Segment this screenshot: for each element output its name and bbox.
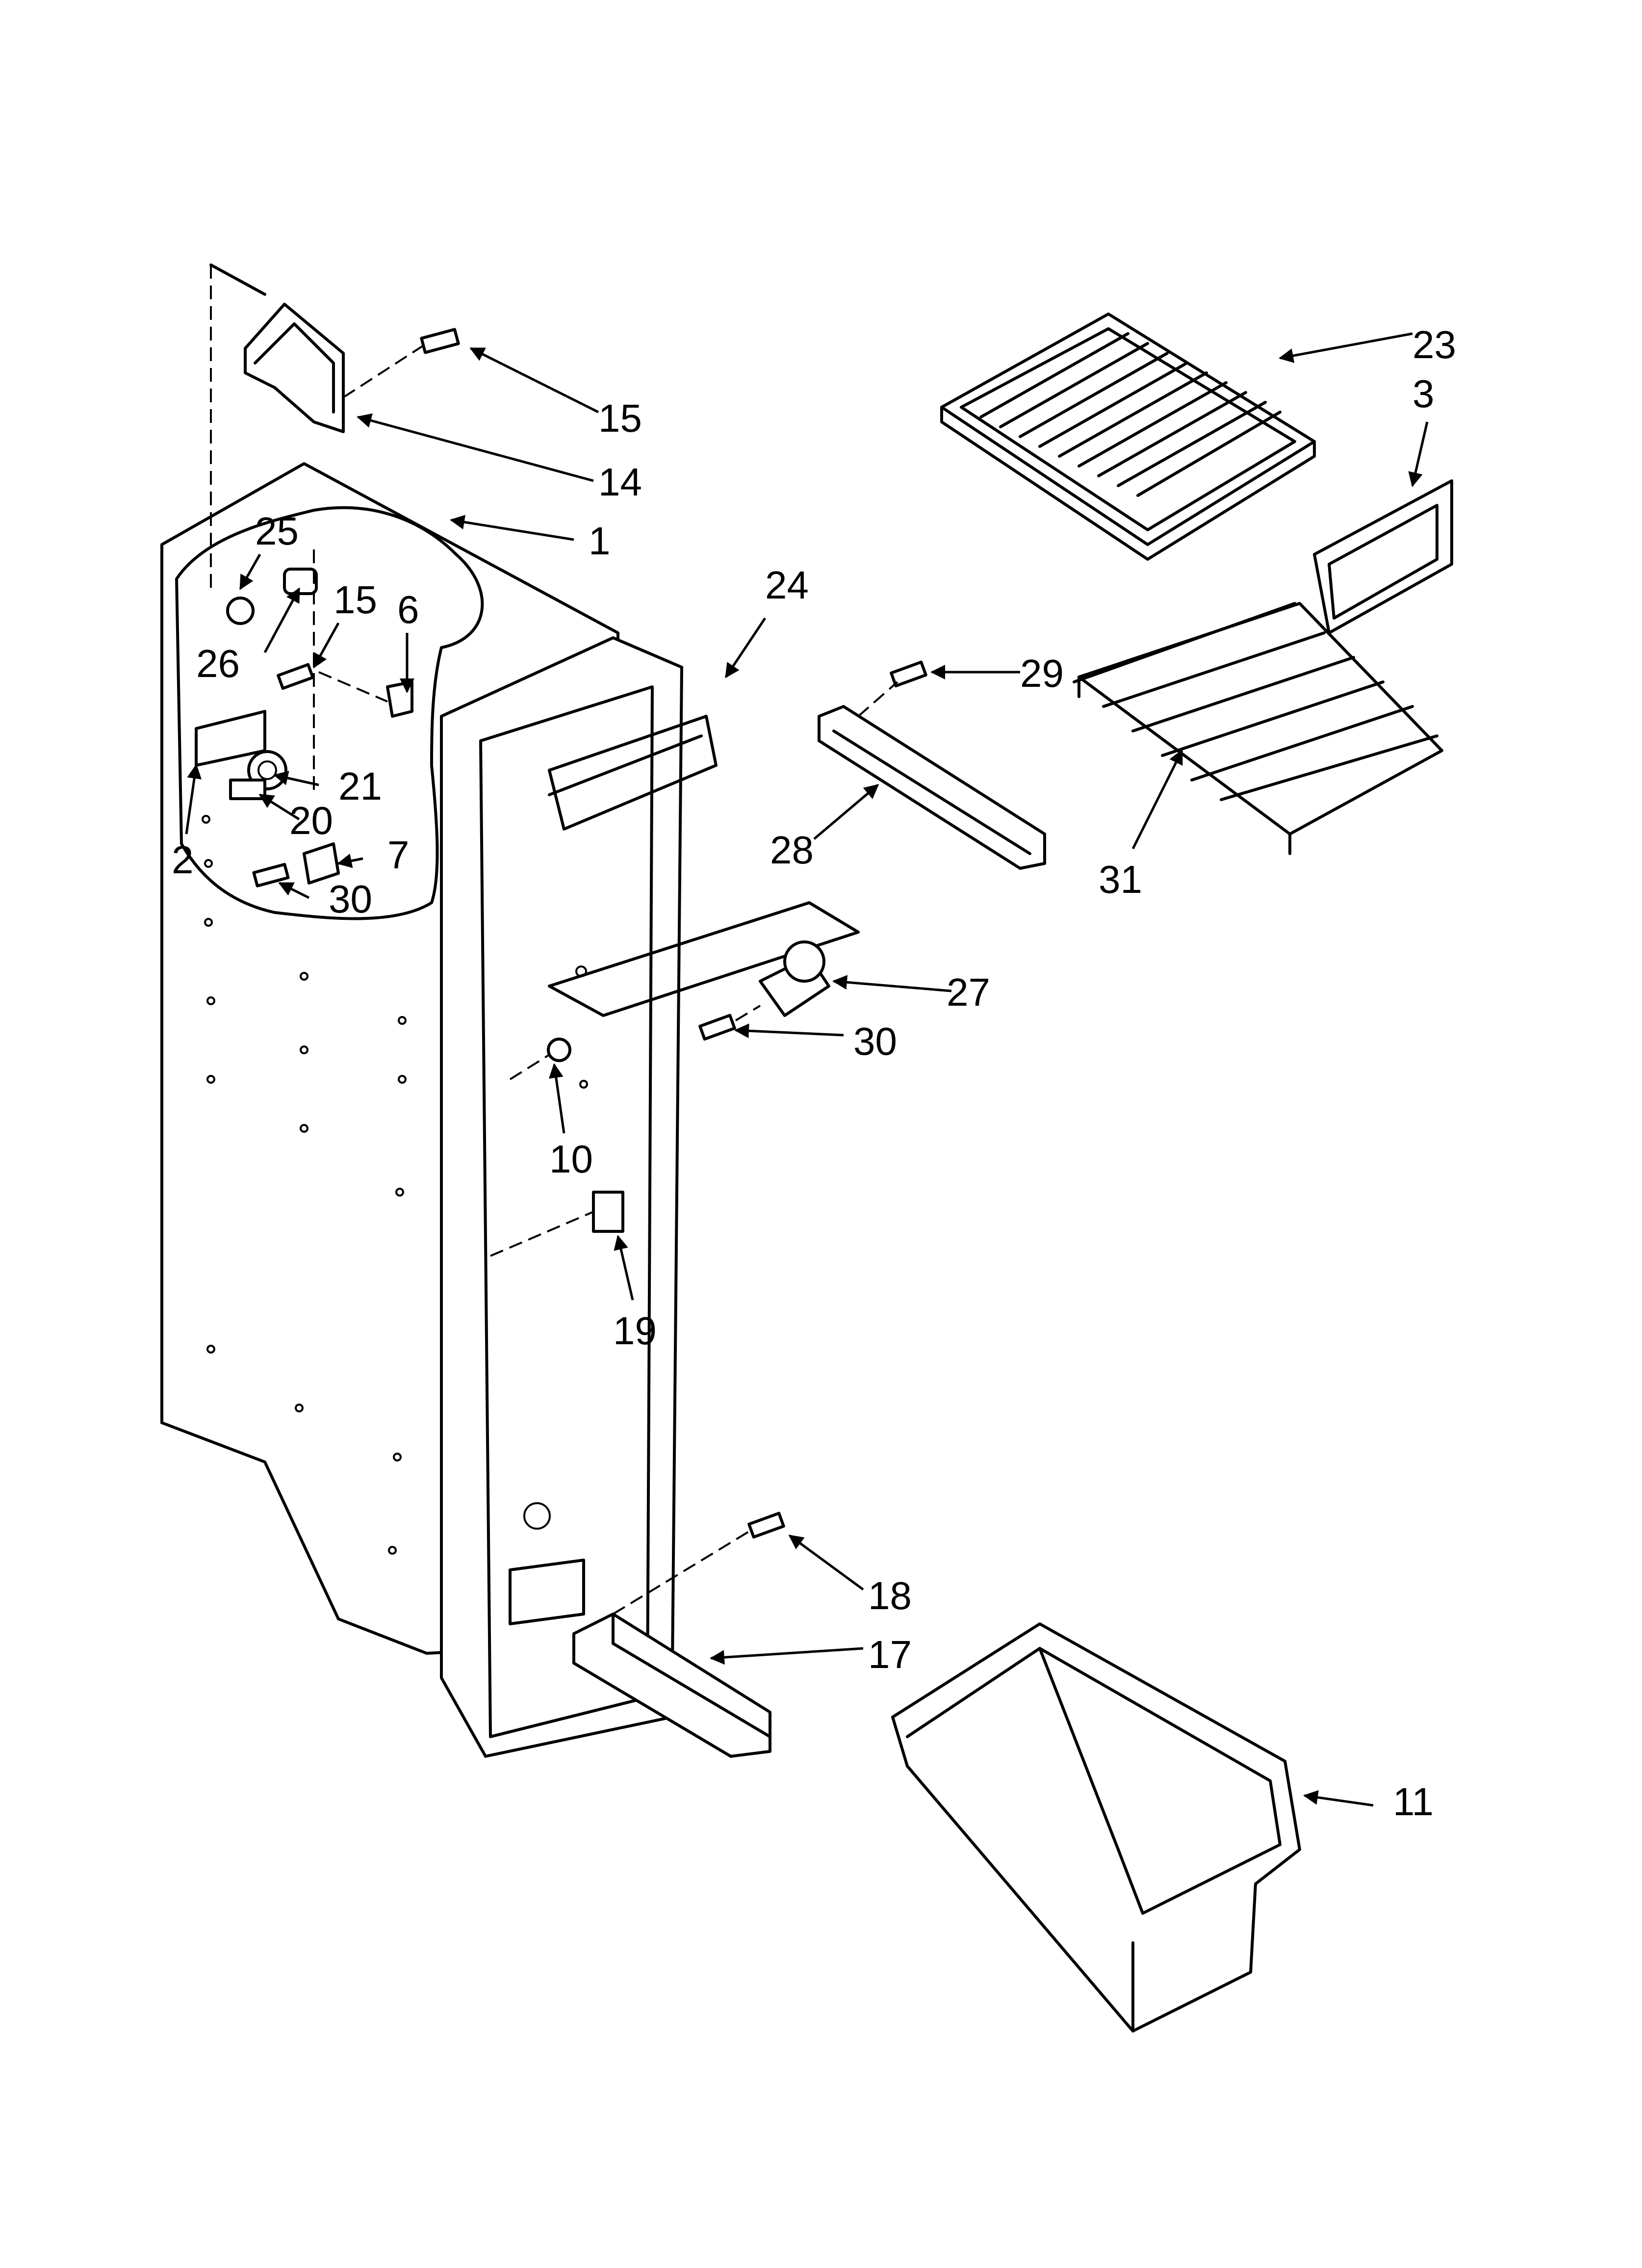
callout-3: 3 [1412, 372, 1435, 416]
callout-17: 17 [868, 1633, 912, 1676]
callout-29: 29 [1020, 652, 1064, 695]
callout-1: 1 [589, 519, 611, 563]
callout-30-left: 30 [329, 877, 372, 921]
ice-bin [891, 1622, 1301, 2033]
damper-housing [759, 940, 830, 1017]
callout-27: 27 [947, 970, 990, 1014]
callout-28: 28 [770, 828, 814, 872]
light-switch [547, 1038, 571, 1062]
thermostat-part [303, 842, 340, 885]
callout-24: 24 [765, 563, 809, 607]
callout-23: 23 [1412, 323, 1456, 366]
callout-21: 21 [338, 764, 382, 808]
switch-part [592, 1191, 624, 1233]
screw-mid [277, 663, 314, 690]
screw-grille [747, 1512, 785, 1539]
screw-support [890, 660, 927, 688]
callout-20: 20 [289, 799, 333, 842]
callout-18: 18 [868, 1574, 912, 1617]
mounting-holes [202, 815, 588, 1555]
shelf-support [818, 705, 1046, 870]
light-socket [283, 568, 318, 595]
callout-15-top: 15 [598, 396, 642, 440]
callout-31: 31 [1099, 858, 1142, 901]
callout-10: 10 [549, 1137, 593, 1181]
screw-damper [698, 1014, 736, 1041]
callout-2: 2 [172, 838, 194, 882]
callout-7: 7 [387, 833, 410, 877]
leader-lines [185, 332, 1429, 1807]
upper-shelf [940, 313, 1316, 561]
callout-11: 11 [1393, 1780, 1434, 1824]
shelf-frame [1313, 479, 1453, 634]
callout-15-mid: 15 [334, 578, 377, 622]
callout-14: 14 [598, 460, 642, 504]
light-bulb [226, 597, 255, 625]
screw-top [420, 328, 460, 354]
callout-19: 19 [613, 1309, 657, 1353]
screw-lower [252, 862, 290, 887]
callout-labels: 15 14 1 25 15 6 26 21 20 2 7 30 24 23 3 … [172, 323, 1456, 1824]
callout-25: 25 [255, 509, 299, 553]
wire-shelf [1073, 602, 1443, 855]
callout-26: 26 [196, 642, 240, 685]
callout-6: 6 [397, 588, 419, 631]
callout-30-right: 30 [853, 1019, 897, 1063]
evaporator-cover [548, 901, 860, 1017]
hinge-bracket [244, 303, 345, 433]
